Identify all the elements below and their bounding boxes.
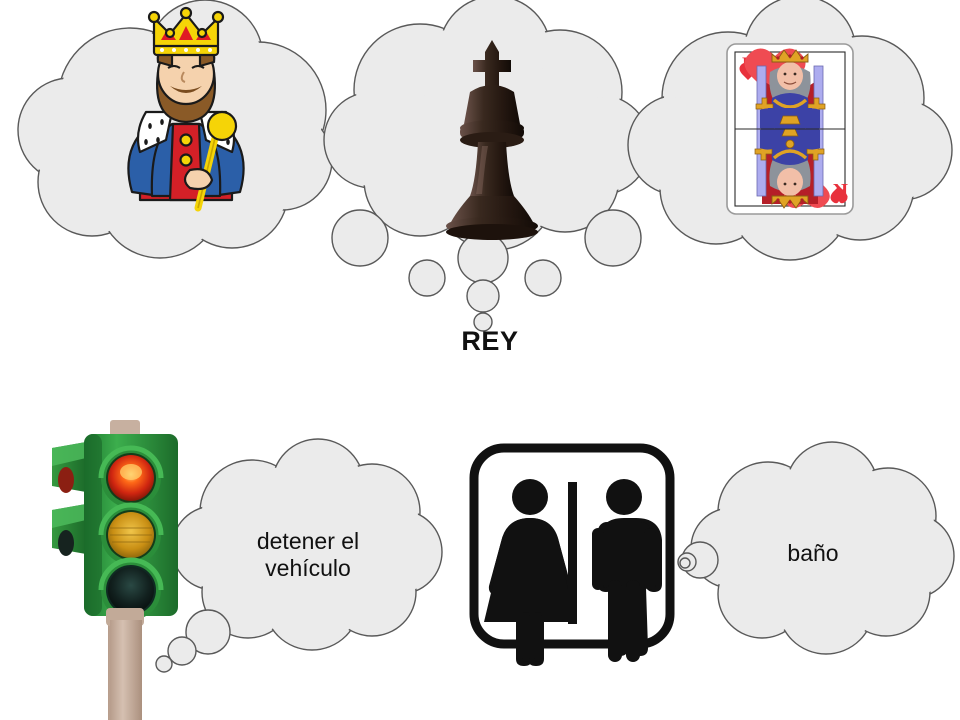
traffic-lamp-amber (98, 502, 164, 565)
traffic-light-side-visors (52, 442, 86, 556)
traffic-light-red-lit (52, 420, 178, 720)
card-court-figure (735, 49, 845, 209)
vocabulary-word-rey: REY (461, 326, 519, 356)
thought-bubble-detener-tail (155, 609, 231, 673)
bubble-label-detener-el-vehiculo: detener el vehículo (256, 528, 360, 582)
traffic-lamp-green (98, 557, 164, 620)
cartoon-king-illustration (127, 6, 245, 212)
king-of-hearts-card: K K (726, 43, 854, 215)
traffic-lamp-red (98, 445, 164, 508)
chess-king-piece (446, 40, 538, 240)
thought-bubble-detener-fill (174, 441, 440, 648)
thought-bubble-bano-tail (677, 541, 719, 579)
thought-bubble-floating-circles (331, 209, 642, 297)
male-figure-icon (592, 479, 662, 662)
restroom-sign (469, 443, 675, 666)
bubble-label-bano: baño (787, 540, 839, 566)
restroom-divider-bar (568, 482, 577, 624)
thought-bubble-chess-king-tail (457, 232, 509, 332)
thought-bubble-bano-fill (693, 444, 952, 652)
female-figure-icon (484, 479, 576, 666)
heart-icon-small-bottom (830, 186, 848, 204)
